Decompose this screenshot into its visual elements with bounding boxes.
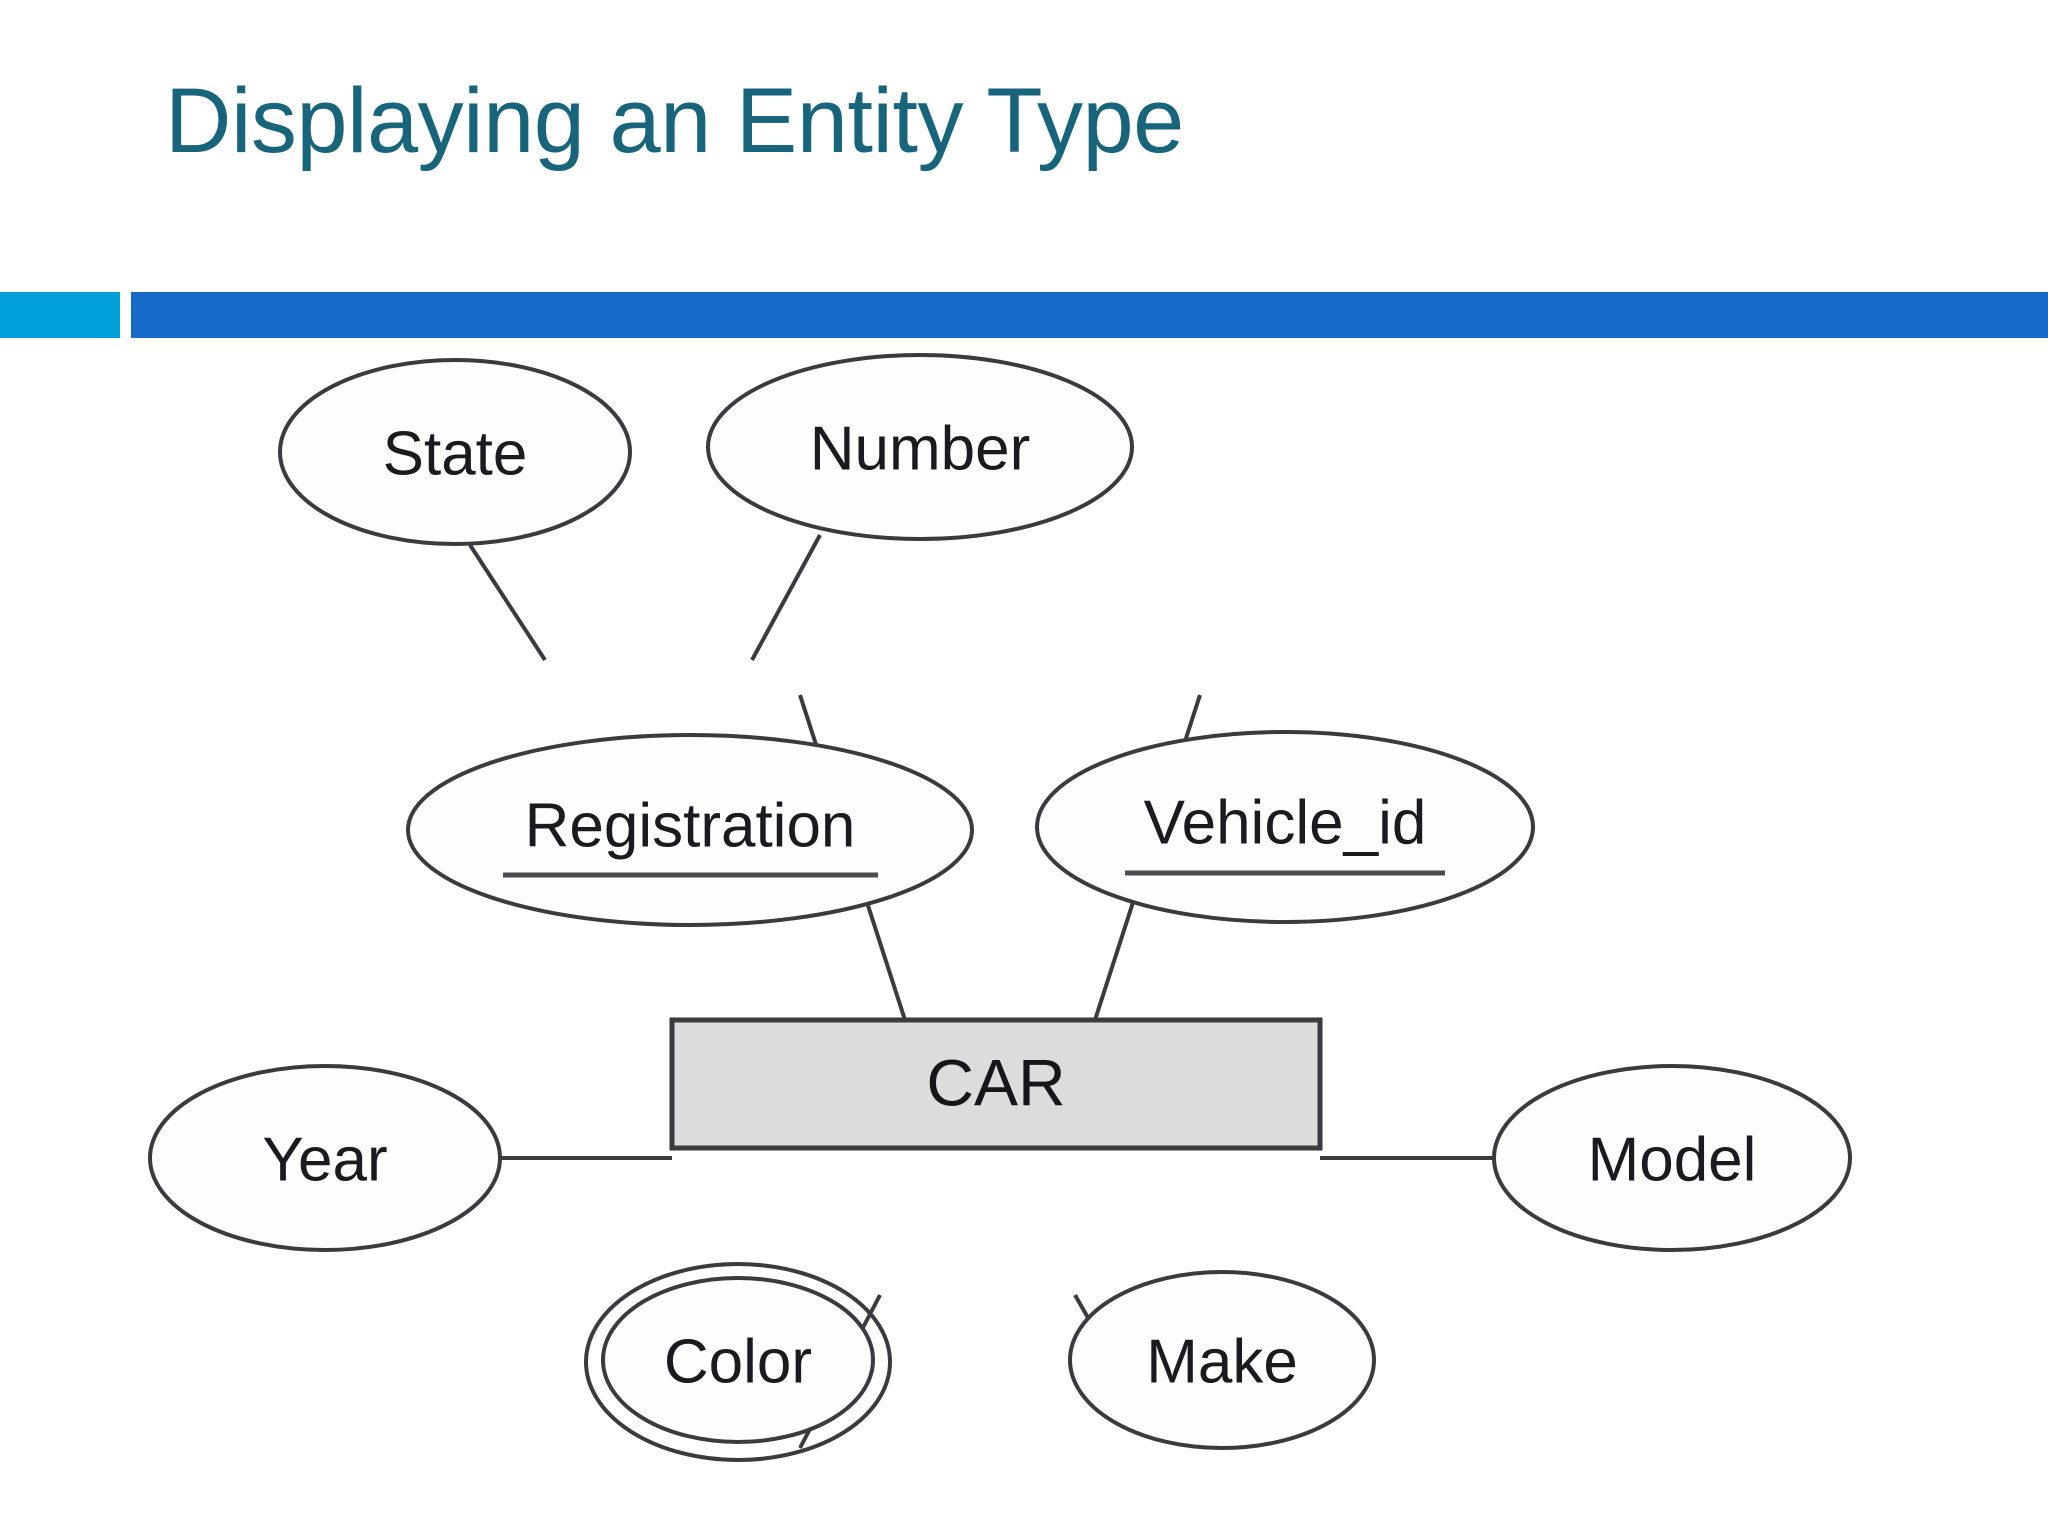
page-title: Displaying an Entity Type (165, 70, 1184, 172)
attribute-label-make: Make (1146, 1327, 1298, 1396)
attribute-ellipse-model (1492, 1064, 1852, 1252)
attribute-ellipse-color (601, 1276, 875, 1444)
attribute-node-registration[interactable]: Registration (406, 733, 974, 927)
accent-bar-right-segment (131, 292, 2048, 338)
attribute-label-year: Year (262, 1125, 387, 1194)
entity-label-car: CAR (926, 1045, 1065, 1119)
entity-rect-car (669, 1017, 1323, 1151)
attribute-label-color: Color (664, 1327, 812, 1396)
er-diagram: State Number Registration Vehicle_id Yea… (0, 330, 2048, 1536)
accent-bar (0, 292, 2048, 338)
attribute-node-make[interactable]: Make (1068, 1270, 1376, 1450)
accent-bar-left-segment (0, 292, 120, 338)
attribute-node-year[interactable]: Year (148, 1064, 502, 1252)
attribute-node-state[interactable]: State (278, 358, 632, 546)
attribute-ellipse-year (148, 1064, 502, 1252)
attribute-ellipse-state (278, 358, 632, 546)
attribute-label-state: State (383, 419, 528, 488)
connector-state-registration (468, 543, 547, 662)
attribute-label-registration: Registration (525, 791, 856, 860)
connector-number-registration (750, 534, 822, 661)
attribute-node-model[interactable]: Model (1492, 1064, 1852, 1252)
attribute-label-number: Number (810, 414, 1031, 483)
attribute-label-vehicle-id: Vehicle_id (1144, 788, 1427, 857)
attribute-node-vehicle-id[interactable]: Vehicle_id (1035, 730, 1535, 924)
attribute-ellipse-number (706, 353, 1134, 541)
attribute-node-number[interactable]: Number (706, 353, 1134, 541)
attribute-ellipse-outer-color (584, 1262, 892, 1462)
attribute-label-model: Model (1588, 1125, 1757, 1194)
attribute-ellipse-make (1068, 1270, 1376, 1450)
entity-node-car[interactable]: CAR (669, 1017, 1323, 1151)
attribute-node-color[interactable]: Color (584, 1262, 892, 1462)
